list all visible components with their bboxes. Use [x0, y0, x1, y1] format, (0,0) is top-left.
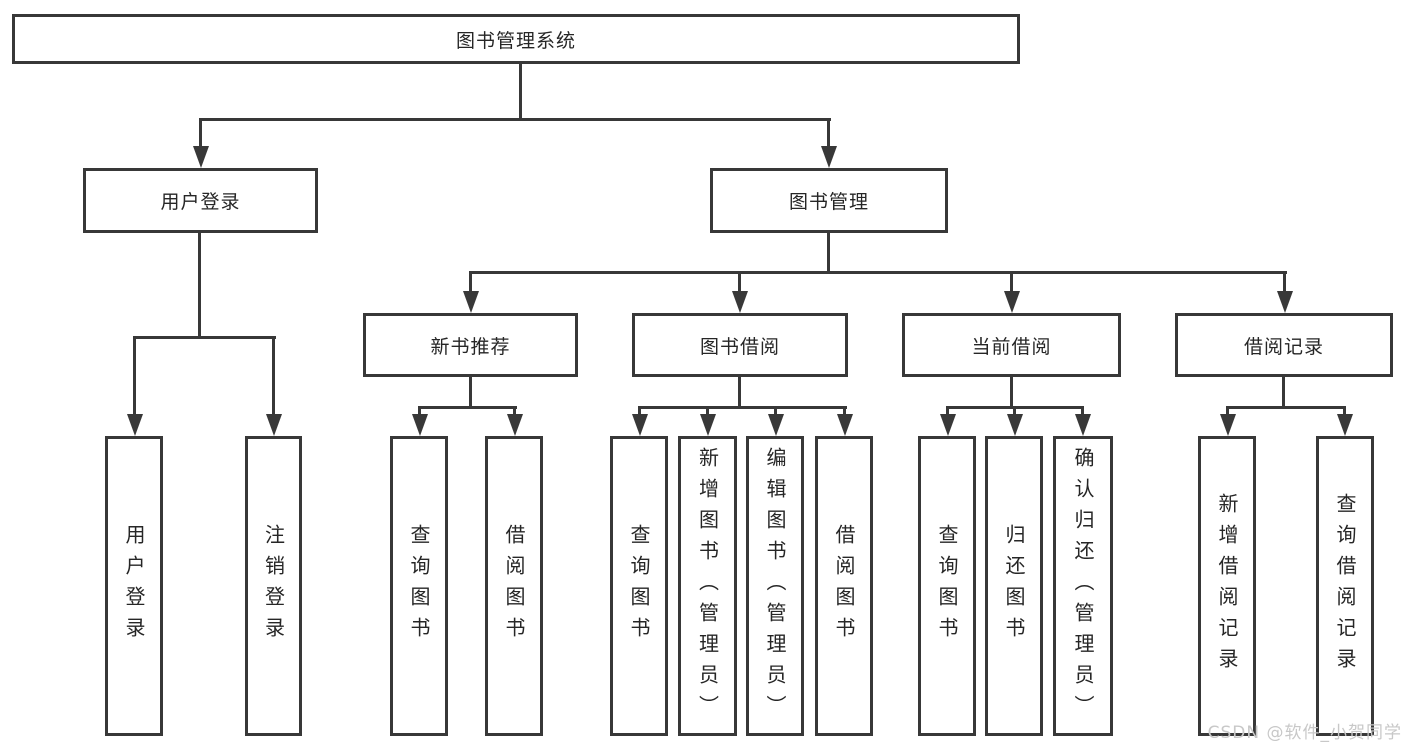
leaf-logout-label: 注销登录 [261, 524, 286, 648]
connector-line [1226, 406, 1346, 409]
connector-line [638, 409, 641, 416]
connector-line [1010, 377, 1013, 409]
connector-line [1343, 409, 1346, 416]
arrow-head-icon [126, 414, 143, 436]
connector-line [199, 118, 831, 121]
arrow-head-icon [1276, 291, 1293, 313]
connector-line [706, 409, 709, 416]
connector-line [272, 339, 275, 415]
connector-line [774, 409, 777, 416]
leaf-borrowing-edit-books-admin-label: 编辑图书（管理员） [763, 446, 787, 726]
connector-line [738, 274, 741, 293]
node-user-login: 用户登录 [83, 168, 318, 233]
arrow-head-icon [767, 414, 784, 436]
leaf-newbook-query-books-label: 查询图书 [407, 524, 431, 648]
connector-line [827, 233, 830, 274]
connector-line [1282, 377, 1285, 409]
leaf-borrowing-borrow-books-label: 借阅图书 [832, 524, 856, 648]
leaf-newbook-borrow-books-label: 借阅图书 [502, 524, 526, 648]
leaf-user-login: 用户登录 [105, 436, 163, 736]
arrow-head-icon [820, 146, 837, 168]
leaf-records-add-record-label: 新增借阅记录 [1215, 493, 1239, 679]
leaf-records-add-record: 新增借阅记录 [1198, 436, 1256, 736]
arrow-head-icon [462, 291, 479, 313]
arrow-head-icon [1003, 291, 1020, 313]
leaf-current-return-books-label: 归还图书 [1002, 524, 1026, 648]
connector-line [133, 339, 136, 415]
connector-line [469, 271, 1287, 274]
leaf-current-confirm-return-admin: 确认归还（管理员） [1053, 436, 1113, 736]
leaf-records-query-record: 查询借阅记录 [1316, 436, 1374, 736]
leaf-newbook-borrow-books: 借阅图书 [485, 436, 543, 736]
arrow-head-icon [731, 291, 748, 313]
connector-line [1010, 274, 1013, 293]
arrow-head-icon [631, 414, 648, 436]
arrow-head-icon [411, 414, 428, 436]
connector-line [469, 377, 472, 409]
arrow-head-icon [836, 414, 853, 436]
connector-line [513, 409, 516, 416]
connector-line [418, 409, 421, 416]
connector-line [519, 64, 522, 121]
leaf-user-login-label: 用户登录 [122, 524, 146, 648]
arrow-head-icon [192, 146, 209, 168]
leaf-borrowing-add-books-admin: 新增图书（管理员） [678, 436, 737, 736]
connector-line [1226, 409, 1229, 416]
connector-line [198, 233, 201, 339]
leaf-records-query-record-label: 查询借阅记录 [1333, 493, 1357, 679]
connector-line [843, 409, 846, 416]
connector-line [418, 406, 517, 409]
arrow-head-icon [1006, 414, 1023, 436]
node-book-borrowing: 图书借阅 [632, 313, 848, 377]
leaf-borrowing-query-books: 查询图书 [610, 436, 668, 736]
leaf-current-return-books: 归还图书 [985, 436, 1043, 736]
arrow-head-icon [1219, 414, 1236, 436]
node-current-borrowing: 当前借阅 [902, 313, 1121, 377]
connector-line [946, 409, 949, 416]
node-new-book-recommend: 新书推荐 [363, 313, 578, 377]
connector-line [199, 121, 202, 146]
leaf-borrowing-borrow-books: 借阅图书 [815, 436, 873, 736]
arrow-head-icon [506, 414, 523, 436]
leaf-logout: 注销登录 [245, 436, 302, 736]
connector-line [827, 121, 830, 146]
watermark: CSDN @软件_小贺同学 [1207, 723, 1402, 743]
arrow-head-icon [1074, 414, 1091, 436]
connector-line [638, 406, 847, 409]
node-root-system: 图书管理系统 [12, 14, 1020, 64]
arrow-head-icon [1336, 414, 1353, 436]
node-borrowing-records: 借阅记录 [1175, 313, 1393, 377]
connector-line [1081, 409, 1084, 416]
leaf-current-query-books-label: 查询图书 [935, 524, 959, 648]
leaf-borrowing-add-books-admin-label: 新增图书（管理员） [695, 446, 720, 726]
leaf-current-confirm-return-admin-label: 确认归还（管理员） [1071, 446, 1095, 726]
connector-line [1283, 274, 1286, 293]
leaf-current-query-books: 查询图书 [918, 436, 976, 736]
leaf-newbook-query-books: 查询图书 [390, 436, 448, 736]
connector-line [133, 336, 276, 339]
connector-line [1013, 409, 1016, 416]
leaf-borrowing-query-books-label: 查询图书 [627, 524, 651, 648]
connector-line [469, 274, 472, 293]
arrow-head-icon [699, 414, 716, 436]
connector-line [946, 406, 1084, 409]
arrow-head-icon [265, 414, 282, 436]
connector-line [738, 377, 741, 409]
leaf-borrowing-edit-books-admin: 编辑图书（管理员） [746, 436, 804, 736]
node-book-management: 图书管理 [710, 168, 948, 233]
arrow-head-icon [939, 414, 956, 436]
